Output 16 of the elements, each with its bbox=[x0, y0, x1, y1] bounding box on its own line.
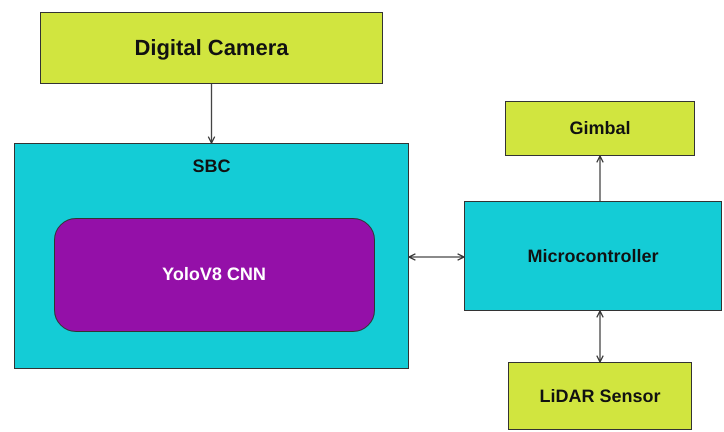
component-box bbox=[508, 362, 692, 430]
node-label: LiDAR Sensor bbox=[539, 386, 661, 406]
arrow bbox=[408, 253, 465, 261]
module-box bbox=[464, 201, 722, 311]
node-label: YoloV8 CNN bbox=[162, 264, 266, 285]
component-box bbox=[40, 12, 383, 84]
node-label: Digital Camera bbox=[134, 35, 289, 61]
node-label: Gimbal bbox=[569, 118, 630, 139]
arrow bbox=[596, 310, 604, 363]
node-label: SBC bbox=[192, 156, 230, 177]
module-box bbox=[14, 143, 409, 369]
node-label: Microcontroller bbox=[527, 246, 659, 266]
process-box bbox=[54, 218, 374, 332]
component-box bbox=[505, 101, 695, 156]
arrow bbox=[208, 84, 216, 144]
arrow bbox=[596, 155, 604, 201]
